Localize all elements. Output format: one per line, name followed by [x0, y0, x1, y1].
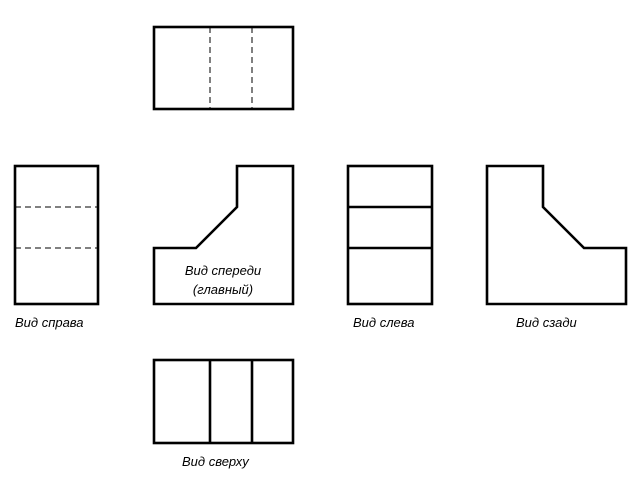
view-front: Вид спереди (главный): [152, 164, 295, 306]
view-top-outline: [152, 358, 295, 445]
view-left-label: Вид слева: [353, 315, 415, 330]
view-top-label: Вид сверху: [182, 454, 250, 469]
view-back-label: Вид сзади: [516, 315, 577, 330]
view-left-outline: [346, 164, 434, 306]
view-right-outline: [13, 164, 100, 306]
view-top: Вид сверху: [152, 358, 295, 469]
view-right-label: Вид справа: [15, 315, 84, 330]
view-right: Вид справа: [13, 164, 100, 330]
view-back: Вид сзади: [485, 164, 628, 330]
view-front-label-line2: (главный): [193, 282, 253, 297]
view-front-outline: [152, 164, 295, 306]
view-front-label-line1: Вид спереди: [185, 263, 261, 278]
view-bottom: [152, 25, 295, 111]
view-back-outline: [485, 164, 628, 306]
view-bottom-outline: [152, 25, 295, 111]
view-left: Вид слева: [346, 164, 434, 330]
